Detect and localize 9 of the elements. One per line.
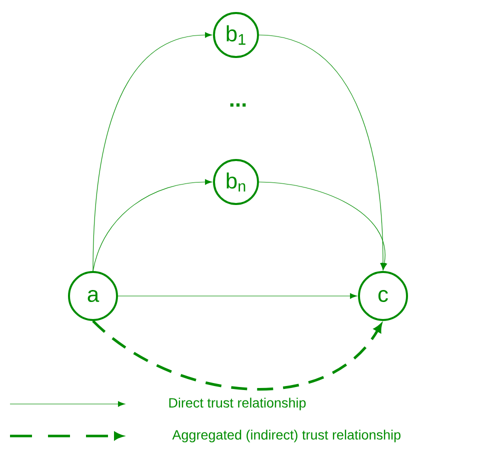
legend-text: Direct trust relationship xyxy=(169,398,306,410)
arrow xyxy=(258,34,386,270)
arrow xyxy=(92,32,212,272)
arrow xyxy=(92,179,212,272)
legend-text: Aggregated (indirect) trust relationship xyxy=(172,430,400,442)
arrow xyxy=(92,320,382,390)
ellipsis-label: ... xyxy=(230,103,246,107)
arrow xyxy=(258,182,388,270)
arrow xyxy=(118,293,358,299)
